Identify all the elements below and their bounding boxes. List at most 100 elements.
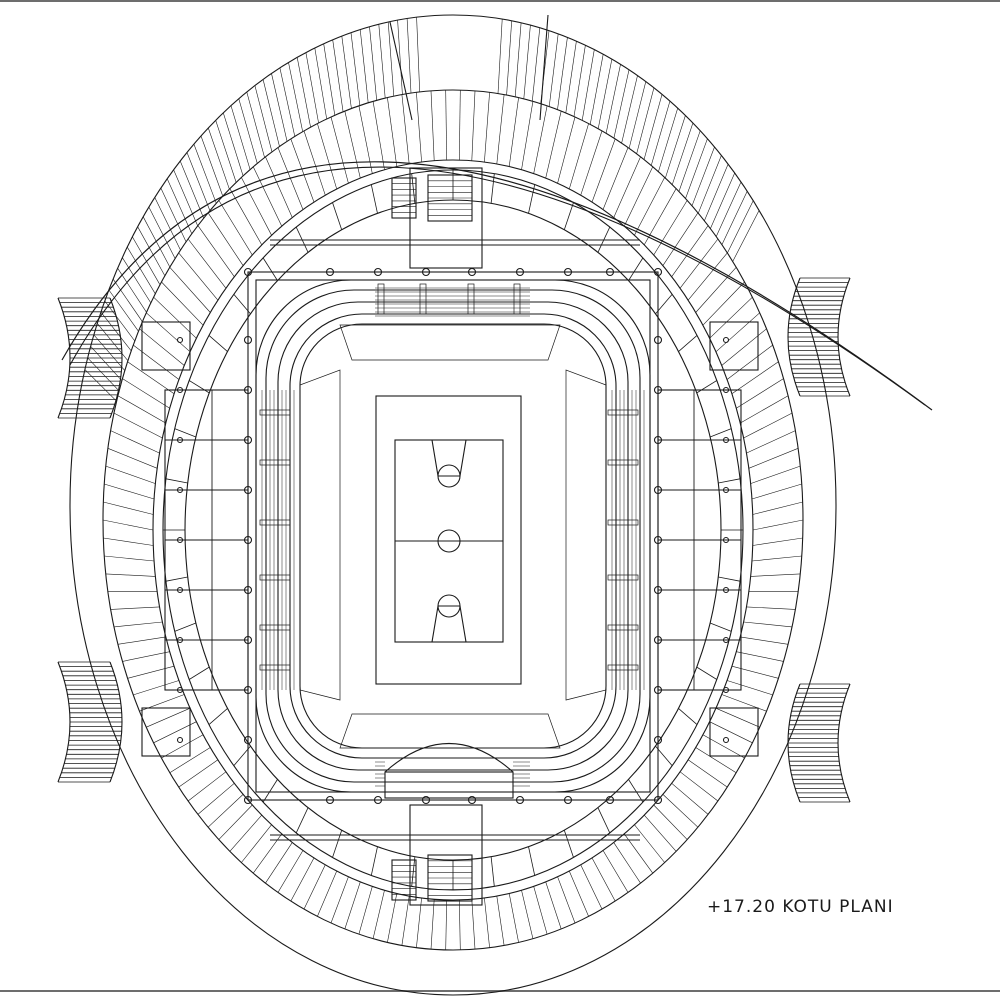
grandstand-tread (200, 135, 224, 197)
seat-radial (671, 783, 709, 815)
wing-edge (837, 683, 851, 803)
north-grandstand-hatch (84, 17, 760, 402)
seat-radial (508, 893, 519, 943)
seat-radial (161, 734, 204, 759)
west-lower-stair (141, 707, 191, 757)
grandstand-tread (166, 178, 193, 234)
seat-radial (591, 857, 616, 902)
grandstand-tread (254, 85, 273, 153)
seat-radial (687, 252, 728, 301)
seat-radial (746, 430, 796, 454)
grandstand-tread (514, 22, 522, 97)
seat-radial (401, 94, 410, 165)
seat-radial (459, 90, 461, 161)
seat-radial (751, 555, 802, 562)
seat-radial (416, 897, 422, 948)
column (563, 267, 573, 277)
seat-radial (401, 895, 410, 946)
seat-radial (113, 621, 163, 628)
outer-facade-ring (69, 14, 837, 996)
seat-radial (752, 519, 804, 531)
structural-frame (247, 271, 659, 801)
grandstand-tread (215, 120, 237, 183)
seat-radial (330, 116, 349, 184)
concourse-radial (718, 478, 741, 484)
column (176, 336, 184, 344)
seat-radial (715, 707, 760, 728)
column (373, 795, 383, 805)
seat-radial (752, 501, 803, 515)
seat-radial (146, 707, 191, 728)
south-tunnel (384, 771, 514, 799)
column (653, 735, 663, 745)
bowl-seat-rows (259, 283, 645, 787)
column (243, 267, 253, 277)
grandstand-tread (732, 210, 760, 262)
grandstand-tread (341, 36, 352, 109)
concourse-radial (597, 807, 611, 834)
concourse-radial (563, 830, 574, 858)
seat-radial (117, 395, 166, 424)
grandstand-tread (665, 115, 686, 179)
vomitory-north (513, 283, 521, 315)
grandstand-tread (378, 24, 386, 99)
grandstand-tread (97, 323, 129, 361)
grandstand-tread (416, 17, 420, 93)
seat-radial (746, 606, 796, 610)
seat-radial (113, 412, 163, 439)
seat-radial (133, 344, 180, 380)
bowl-ring-2 (265, 289, 641, 783)
east-lower-stair (709, 707, 759, 757)
outer-seating-ring (102, 89, 804, 951)
grandstand-tread (246, 92, 265, 158)
concourse-radial (174, 428, 197, 438)
grandstand-tread (573, 45, 586, 117)
column (176, 736, 184, 744)
seat-radial (702, 281, 745, 326)
seat-radial (671, 225, 709, 277)
grandstand-tread (117, 268, 147, 313)
aisle-east (607, 409, 639, 416)
seat-radial (643, 814, 677, 852)
concourse-radial (262, 257, 278, 281)
seat-radial (178, 759, 219, 788)
aisle-west (259, 409, 291, 416)
seat-radial (317, 123, 337, 189)
west-upper-stair (141, 321, 191, 371)
grandstand-tread (406, 18, 412, 94)
grandstand-tread (296, 57, 311, 128)
east-lower-tier (565, 369, 607, 701)
seat-radial (103, 537, 154, 546)
grandstand-tread (104, 300, 136, 342)
grandstand-tread (137, 226, 166, 277)
concourse-radial (563, 202, 574, 230)
grandstand-tread (643, 94, 663, 160)
seat-radial (103, 501, 154, 515)
seat-radial (290, 857, 315, 902)
seat-radial (104, 483, 155, 500)
seat-radial (218, 804, 253, 840)
seat-radial (740, 636, 789, 645)
seat-radial (740, 395, 789, 424)
seat-radial (721, 328, 767, 366)
vomitory-north (377, 283, 385, 315)
grandstand-tread (397, 20, 403, 95)
column (653, 267, 663, 277)
seat-radial (102, 519, 154, 531)
seat-radial (496, 895, 505, 946)
concourse-radial (628, 257, 644, 281)
seat-radial (104, 555, 155, 562)
seat-radial (133, 680, 179, 696)
grandstand-tread (636, 87, 655, 154)
seat-radial (445, 90, 447, 161)
grandstand-tread (305, 52, 319, 124)
seat-radial (122, 651, 170, 662)
grandstand-tread (532, 27, 541, 102)
seat-radial (602, 850, 629, 893)
column (243, 335, 253, 345)
concourse-radial (165, 576, 188, 582)
seat-radial (679, 771, 719, 802)
seat-radial (207, 794, 244, 828)
stair-cores (270, 167, 640, 906)
concourse-radial (208, 708, 228, 725)
